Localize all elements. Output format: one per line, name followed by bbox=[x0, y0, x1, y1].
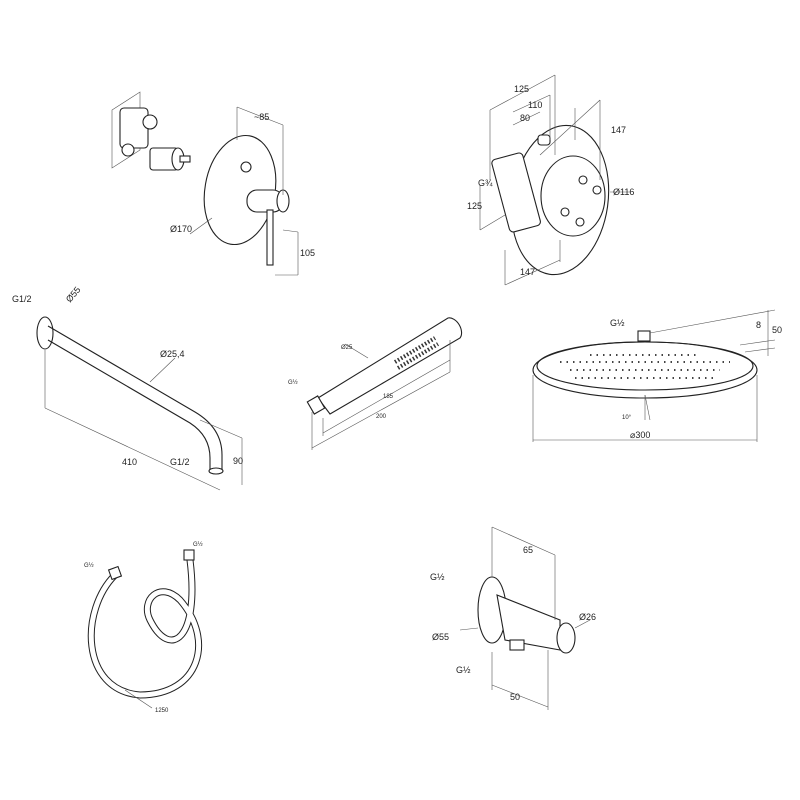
label-arm-flange: Ø55 bbox=[64, 285, 83, 304]
wall-elbow bbox=[459, 526, 591, 710]
shower-arm bbox=[36, 316, 243, 491]
label-thermo-125-top: 125 bbox=[514, 84, 529, 94]
label-elbow-outlet: Ø26 bbox=[579, 612, 596, 622]
mixer-trim bbox=[189, 106, 299, 276]
label-thermo-80: 80 bbox=[520, 113, 530, 123]
label-arm-thread-top: G1/2 bbox=[12, 294, 32, 304]
label-rain-thickness: 8 bbox=[756, 320, 761, 330]
label-elbow-thread-top: G½ bbox=[430, 572, 445, 582]
label-arm-thread-bottom: G1/2 bbox=[170, 457, 190, 467]
label-hand-thread: G½ bbox=[288, 379, 298, 386]
label-thermo-thread: G¾ bbox=[478, 178, 493, 188]
label-thermo-125-left: 125 bbox=[467, 201, 482, 211]
label-hose-length: 1250 bbox=[155, 708, 169, 714]
rain-shower-head bbox=[532, 309, 776, 442]
label-thermo-147-bottom: 147 bbox=[520, 267, 535, 277]
hand-shower-nozzles bbox=[393, 336, 440, 370]
label-rain-height: 50 bbox=[772, 325, 782, 335]
label-hand-length: 200 bbox=[376, 414, 387, 420]
label-elbow-width: 50 bbox=[510, 692, 520, 702]
shower-hose bbox=[87, 549, 203, 709]
label-thermo-147-right: 147 bbox=[611, 125, 626, 135]
label-thermo-110: 110 bbox=[528, 100, 542, 110]
label-mixer-diameter: Ø170 bbox=[170, 224, 192, 234]
label-hose-thread-left: G½ bbox=[84, 562, 94, 569]
label-elbow-thread-bottom: G½ bbox=[456, 665, 471, 675]
label-mixer-lever-height: 105 bbox=[300, 248, 315, 258]
concealed-valve-body bbox=[111, 91, 191, 171]
label-hose-thread-right: G½ bbox=[193, 541, 203, 548]
label-rain-diameter: ⌀300 bbox=[630, 430, 650, 440]
hand-shower bbox=[306, 317, 463, 450]
label-rain-angle: 10° bbox=[622, 415, 632, 421]
label-rain-thread: G½ bbox=[610, 318, 625, 328]
label-arm-tube: Ø25,4 bbox=[160, 349, 185, 359]
label-hand-diameter: Ø25 bbox=[341, 345, 353, 351]
label-thermo-diameter: Ø116 bbox=[613, 187, 634, 197]
label-arm-drop: 90 bbox=[233, 456, 243, 466]
label-elbow-depth: 65 bbox=[523, 545, 533, 555]
label-elbow-flange: Ø55 bbox=[432, 632, 449, 642]
thermostat-assembly bbox=[479, 74, 630, 286]
rain-head-nozzles bbox=[560, 354, 730, 379]
label-mixer-width: ~85 bbox=[254, 112, 269, 122]
label-hand-body-length: 185 bbox=[383, 394, 394, 400]
label-arm-length: 410 bbox=[122, 457, 137, 467]
